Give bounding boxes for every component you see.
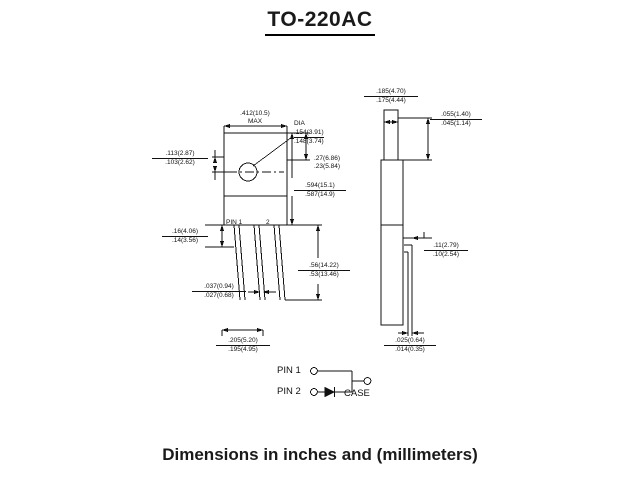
dim-body-thickness-label: .185(4.70) .175(4.44) [364,88,418,105]
schematic-pin2-terminal [310,388,318,396]
dim-lead-width-label: .037(0.94) .027(0.68) [192,283,246,300]
schematic-pin1-terminal [310,367,318,375]
schematic-case-label: CASE [344,388,370,399]
dim-hole-from-top [212,150,228,180]
front-view-body-outline [223,132,288,226]
schematic-pin1-label: PIN 1 [277,365,301,376]
dim-body-height [285,224,322,301]
front-view-pin2-label: 2 [266,219,270,226]
dim-overall-height [287,132,296,225]
dim-seating-offset [402,232,432,241]
dim-body-width-label: .412(10.5) MAX [240,110,270,125]
page-title-text: TO-220AC [265,8,375,36]
schematic-case-terminal [363,377,372,385]
dim-lead-width [248,289,276,295]
dim-seating-offset-label: .11(2.79) .10(2.54) [424,242,468,259]
dim-lead-thickness [398,330,424,336]
dim-shoulder [205,224,234,248]
dim-overall-height-label: .594(15.1) .587(14.9) [294,182,346,199]
dim-tab-thickness [398,117,432,161]
dim-shoulder-label: .16(4.06) .14(3.56) [162,228,208,245]
schematic-pin2-label: PIN 2 [277,386,301,397]
figure-caption: Dimensions in inches and (millimeters) [162,445,478,464]
dia-leader-line [252,136,293,167]
dim-lead-pitch [221,327,264,336]
dim-body-thickness [383,110,399,125]
side-view-leads [404,244,413,330]
dim-tab-height-label: .27(6.86) .23(5.84) [314,155,341,170]
dim-hole-from-top-label: .113(2.87) .103(2.62) [152,150,208,167]
dim-body-height-label: .56(14.22) .53(13.46) [298,262,350,279]
front-view-leads [233,224,286,301]
side-view-body-outline [380,109,404,326]
dim-hole-dia-label: .154(3.91) .148(3.74) [294,129,324,145]
dim-lead-thickness-label: .025(0.64) .014(0.35) [384,337,436,354]
dim-tab-thickness-label: .055(1.40) .045(1.14) [430,111,482,128]
page-title: TO-220AC [0,8,640,36]
front-view-pin1-label: PIN 1 [226,219,243,226]
dia-label: DIA [294,120,305,127]
diode-symbol [324,386,336,398]
dim-lead-pitch-label: .205(5.20) .195(4.95) [216,337,270,354]
dim-body-width [223,123,288,133]
schematic-diagram [310,367,372,398]
